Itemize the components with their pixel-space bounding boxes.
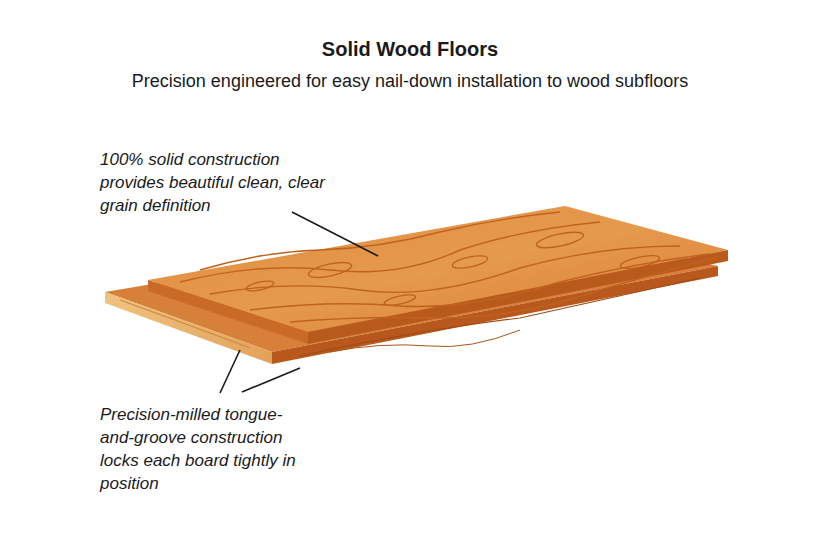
callout-text: Precision-milled tongue-and-groove const… [100, 403, 310, 495]
leader-lines [220, 212, 378, 393]
upper-board [148, 206, 728, 344]
diagram-title: Solid Wood Floors [0, 38, 820, 61]
wood-grain [180, 222, 600, 282]
wood-knot [307, 260, 353, 281]
leader-line [292, 212, 378, 256]
wood-grain [250, 254, 710, 310]
wood-knot [619, 253, 660, 271]
wood-knot [535, 229, 584, 251]
wood-grain [290, 256, 720, 322]
wood-grain [200, 212, 560, 270]
leader-line [242, 368, 300, 392]
wood-knot [245, 279, 274, 293]
subtitle: Precision engineered for easy nail-down … [60, 70, 760, 93]
wood-knot [451, 253, 488, 270]
callout-text: 100% solid construction provides beautif… [100, 148, 325, 217]
wood-knot [384, 293, 417, 307]
leader-line [220, 350, 240, 393]
